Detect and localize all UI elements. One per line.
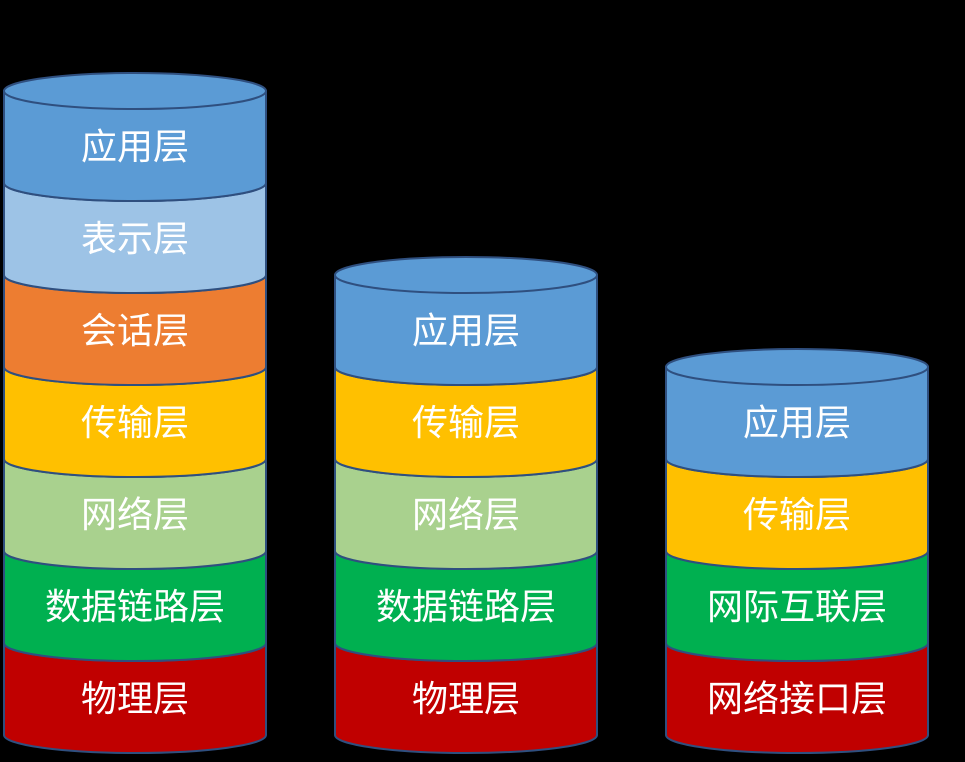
layer-body	[665, 366, 929, 478]
layer-label: 应用层	[412, 311, 520, 352]
layer-body	[3, 458, 267, 570]
stack-osi: 物理层 数据链路层 网络层 传输层 会话层 表示层 应用层	[3, 72, 267, 754]
layer-body	[3, 642, 267, 754]
layer-top-ellipse	[3, 72, 267, 110]
layer-label: 数据链路层	[45, 587, 225, 628]
layer-label: 应用层	[743, 403, 851, 444]
stack-five-layer: 物理层 数据链路层 网络层 传输层 应用层	[334, 256, 598, 754]
layer-label: 网际互联层	[707, 587, 887, 628]
layer-label: 数据链路层	[376, 587, 556, 628]
layer-body	[3, 366, 267, 478]
layer-body	[334, 366, 598, 478]
layer-label: 物理层	[81, 679, 189, 720]
layer-body	[665, 550, 929, 662]
layer-body	[334, 642, 598, 754]
stack-tcp-ip: 网络接口层 网际互联层 传输层 应用层	[665, 348, 929, 754]
layer-label: 表示层	[81, 219, 189, 260]
layer-top-ellipse	[334, 256, 598, 294]
layer-label: 应用层	[81, 127, 189, 168]
layer-body	[3, 90, 267, 202]
layer-label: 网络层	[81, 495, 189, 536]
layer-body	[3, 274, 267, 386]
layer-label: 网络层	[412, 495, 520, 536]
layer-cylinder: 应用层	[334, 256, 598, 386]
layer-body	[3, 182, 267, 294]
layer-top-ellipse	[665, 348, 929, 386]
layer-body	[334, 274, 598, 386]
layer-body	[665, 642, 929, 754]
layer-body	[334, 458, 598, 570]
layer-label: 传输层	[743, 495, 851, 536]
layer-body	[3, 550, 267, 662]
layer-body	[334, 550, 598, 662]
layer-label: 网络接口层	[707, 679, 887, 720]
layer-cylinder: 应用层	[665, 348, 929, 478]
layer-label: 会话层	[81, 311, 189, 352]
layer-cylinder: 应用层	[3, 72, 267, 202]
layer-body	[665, 458, 929, 570]
layer-label: 传输层	[412, 403, 520, 444]
layer-label: 物理层	[412, 679, 520, 720]
layer-label: 传输层	[81, 403, 189, 444]
